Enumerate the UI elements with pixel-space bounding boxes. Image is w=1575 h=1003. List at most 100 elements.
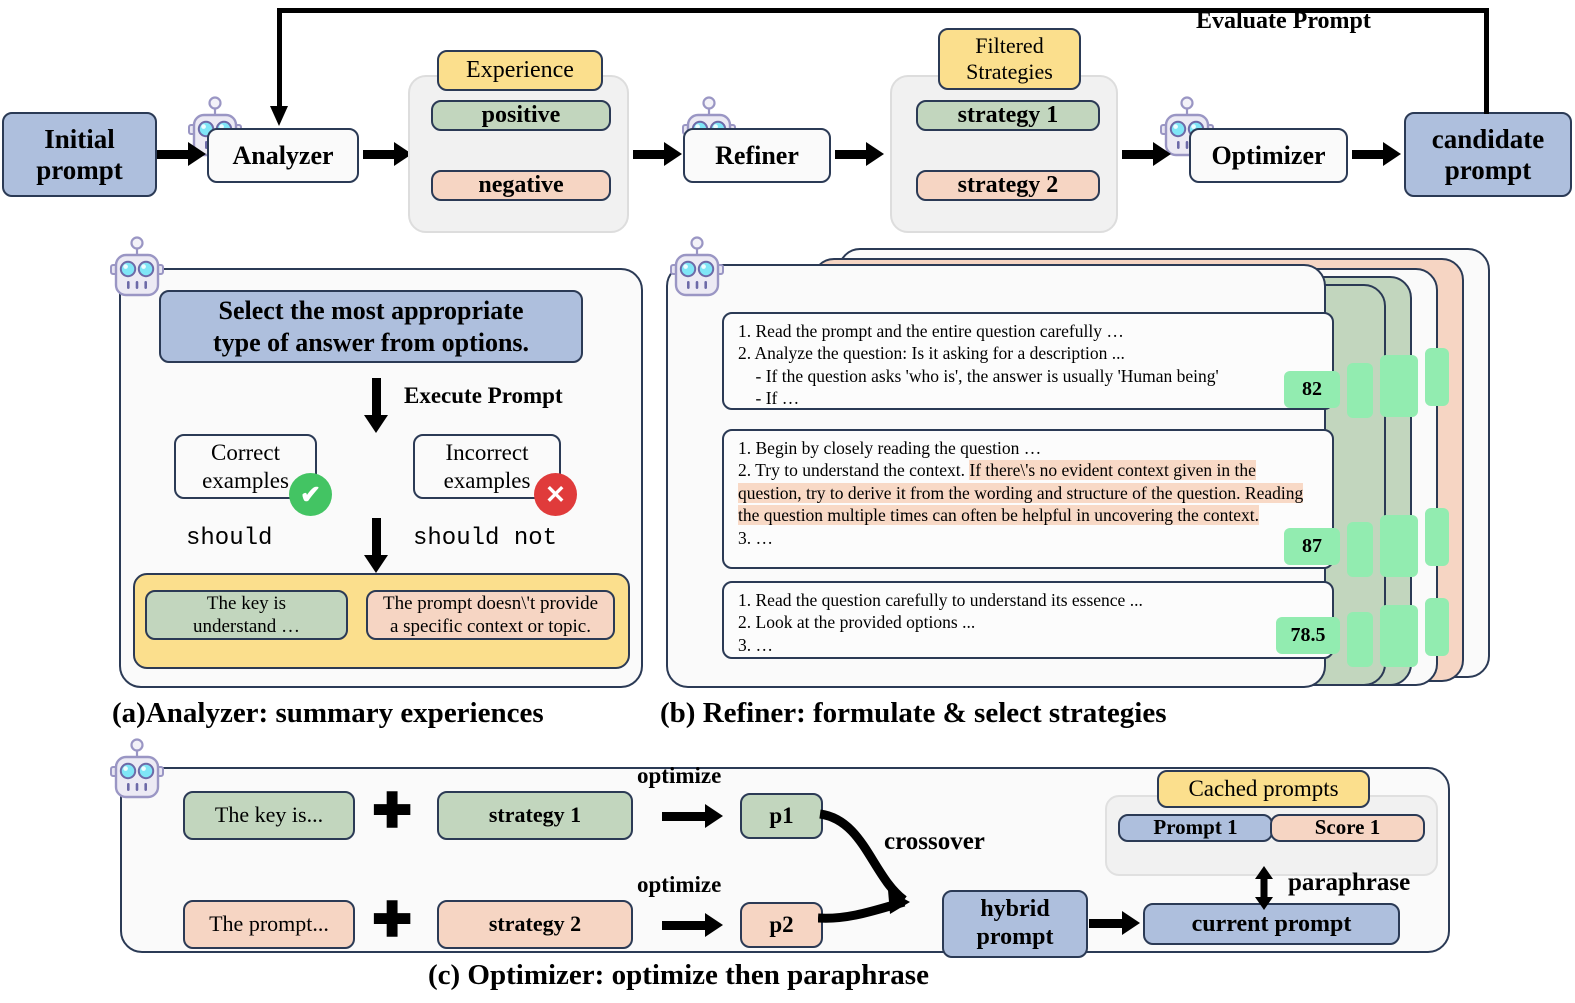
robot-icon-panel-a: [108, 236, 166, 300]
experience-positive-card[interactable]: positive: [431, 100, 611, 131]
strategy-2-line-4: 3. …: [738, 527, 773, 548]
arrow-to-experiences: [364, 518, 388, 573]
current-prompt-box[interactable]: current prompt: [1143, 903, 1400, 945]
prompt-1-card[interactable]: Prompt 1: [1118, 814, 1273, 842]
ghost-badge-4: [1347, 522, 1373, 577]
strategy-1-line-2: 2. Analyze the question: Is it asking fo…: [738, 343, 1125, 364]
panel-a-prompt-box[interactable]: Select the most appropriate type of answ…: [159, 290, 583, 363]
should-not-label: should not: [413, 525, 558, 552]
panel-a-negative-text: The prompt doesn\'t provide a specific c…: [382, 593, 599, 638]
panel-b-caption: (b) Refiner: formulate & select strategi…: [660, 697, 1167, 729]
arrow-optimizer-to-candidate: [1352, 142, 1401, 166]
ghost-badge-6: [1425, 508, 1449, 566]
optimize-label-2: optimize: [637, 872, 722, 897]
panel-c-p2[interactable]: p2: [740, 902, 823, 948]
strategy-2-card[interactable]: strategy 2: [916, 170, 1100, 201]
feedback-line-horizontal: [277, 8, 1489, 13]
strategy-3-line-1: 1. Read the question carefully to unders…: [738, 590, 1143, 610]
ghost-badge-8: [1380, 605, 1418, 667]
feedback-arrowhead: [270, 106, 288, 126]
experience-negative-label: negative: [478, 172, 564, 198]
panel-c-strategy-2[interactable]: strategy 2: [437, 900, 633, 949]
robot-icon-panel-c: [108, 738, 166, 802]
strategy-1-card[interactable]: strategy 1: [916, 100, 1100, 131]
strategy-2-label: strategy 2: [957, 172, 1059, 198]
optimizer-box[interactable]: Optimizer: [1189, 128, 1348, 183]
analyzer-box[interactable]: Analyzer: [207, 128, 359, 183]
panel-a-positive-stack: The key is understand …: [145, 590, 348, 654]
arrow-experience-to-refiner: [633, 142, 682, 166]
arrow-analyzer-to-experience: [363, 142, 412, 166]
strategy-2-score-badge: 87: [1284, 528, 1340, 565]
strategy-card-2[interactable]: 1. Begin by closely reading the question…: [722, 429, 1334, 569]
paraphrase-label: paraphrase: [1288, 869, 1411, 896]
ghost-badge-5: [1380, 515, 1418, 577]
panel-c-caption: (c) Optimizer: optimize then paraphrase: [428, 959, 929, 991]
score-1-card[interactable]: Score 1: [1270, 814, 1425, 842]
prompt-1-label: Prompt 1: [1153, 815, 1238, 839]
filtered-strategies-title: Filtered Strategies: [938, 28, 1081, 90]
ghost-badge-7: [1347, 612, 1373, 667]
robot-icon-panel-b: [668, 236, 726, 300]
strategy-card-1[interactable]: 1. Read the prompt and the entire questi…: [722, 312, 1334, 410]
strategy-1-stack: strategy 1: [916, 100, 1100, 155]
arrow-initial-to-analyzer: [157, 142, 206, 166]
initial-prompt-box[interactable]: Initial prompt: [2, 112, 157, 197]
strategy-3-line-2: 2. Look at the provided options ...: [738, 612, 976, 633]
score-1-stack: Score 1: [1270, 814, 1425, 862]
arrow-refiner-to-strategies: [835, 142, 884, 166]
arrow-optimize-1: [662, 804, 723, 828]
feedback-line-vertical-left: [277, 8, 282, 108]
strategy-3-line-3: 3. …: [738, 634, 773, 655]
prompt-1-stack: Prompt 1: [1118, 814, 1273, 862]
experience-title: Experience: [437, 50, 603, 91]
panel-c-experience-neg[interactable]: The prompt...: [183, 900, 355, 949]
plus-icon-2: ✚: [372, 894, 413, 947]
ghost-badge-2: [1380, 355, 1418, 417]
strategy-2-line-1: 1. Begin by closely reading the question…: [738, 438, 1042, 458]
check-icon: ✔: [289, 473, 332, 516]
panel-a-positive-text: The key is understand …: [192, 593, 301, 638]
panel-a-positive-card[interactable]: The key is understand …: [145, 590, 348, 641]
strategy-1-score-badge: 82: [1284, 371, 1340, 408]
arrow-execute-prompt: [364, 378, 388, 433]
panel-c-strategy-1[interactable]: strategy 1: [437, 791, 633, 840]
plus-icon-1: ✚: [372, 785, 413, 838]
experience-negative-card[interactable]: negative: [431, 170, 611, 201]
panel-c-p1[interactable]: p1: [740, 793, 823, 839]
hybrid-prompt-box[interactable]: hybrid prompt: [942, 890, 1088, 958]
strategy-1-line-3: - If the question asks 'who is', the ans…: [738, 365, 1219, 386]
ghost-badge-9: [1425, 598, 1449, 656]
strategy-1-label: strategy 1: [957, 102, 1059, 128]
panel-a-negative-stack: The prompt doesn\'t provide a specific c…: [366, 590, 615, 654]
feedback-line-vertical-right: [1484, 8, 1489, 114]
crossover-arrows: [818, 809, 910, 923]
paraphrase-arrow: [1255, 866, 1273, 910]
strategy-2-line-2-wrap: 2. Try to understand the context. If the…: [738, 459, 1322, 526]
candidate-prompt-box[interactable]: candidate prompt: [1404, 112, 1572, 197]
experience-negative-stack: negative: [431, 170, 611, 225]
strategy-3-score-badge: 78.5: [1276, 617, 1340, 654]
strategy-2-stack: strategy 2: [916, 170, 1100, 225]
experience-positive-stack: positive: [431, 100, 611, 155]
should-label: should: [186, 525, 273, 552]
strategy-1-line-4: - If …: [738, 388, 800, 409]
execute-prompt-label: Execute Prompt: [404, 383, 563, 408]
panel-a-caption: (a)Analyzer: summary experiences: [112, 697, 544, 729]
experience-positive-label: positive: [481, 102, 561, 128]
ghost-badge-3: [1425, 348, 1449, 406]
cached-prompts-title: Cached prompts: [1157, 770, 1370, 808]
strategy-2-highlight: If there\'s no evident context given in …: [738, 460, 1304, 526]
strategy-2-line-2: 2. Try to understand the context.: [738, 460, 970, 481]
refiner-box[interactable]: Refiner: [683, 128, 831, 183]
panel-a-negative-card[interactable]: The prompt doesn\'t provide a specific c…: [366, 590, 615, 641]
strategy-1-line-1: 1. Read the prompt and the entire questi…: [738, 321, 1124, 341]
crossover-label: crossover: [884, 828, 985, 855]
arrow-optimize-2: [662, 913, 723, 937]
x-icon: ✕: [534, 473, 577, 516]
strategy-card-3[interactable]: 1. Read the question carefully to unders…: [722, 581, 1334, 659]
panel-c-experience-pos[interactable]: The key is...: [183, 791, 355, 840]
evaluate-prompt-label: Evaluate Prompt: [1196, 8, 1371, 34]
arrow-strategies-to-optimizer: [1122, 142, 1171, 166]
optimize-label-1: optimize: [637, 763, 722, 788]
